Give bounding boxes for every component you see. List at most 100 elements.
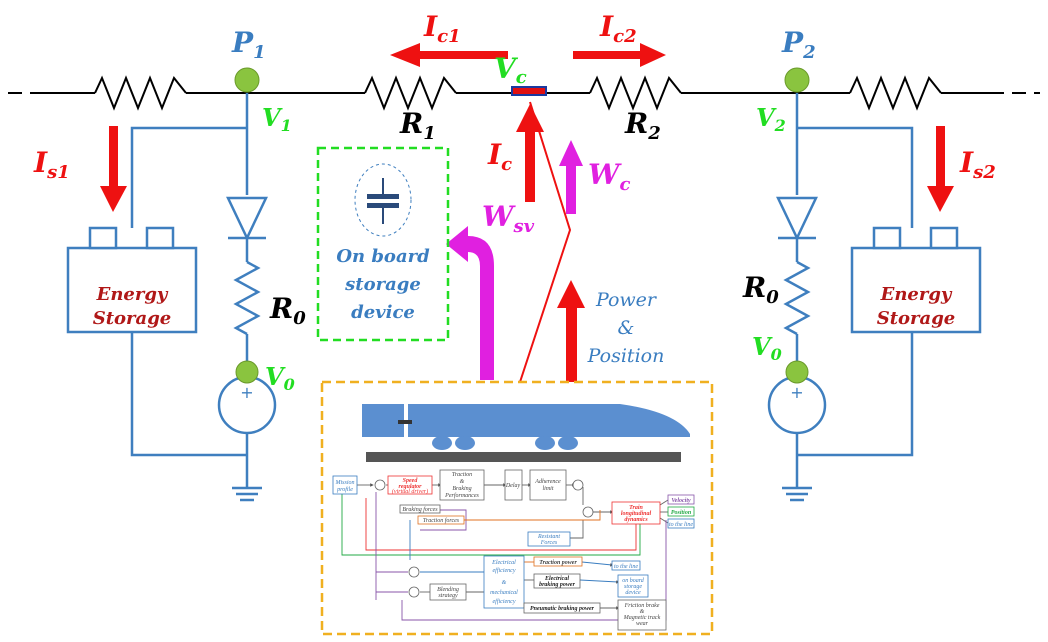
- node-v0-right: [785, 360, 809, 384]
- energy-storage-left-2: Storage: [93, 308, 172, 329]
- bd-traction-power: Traction power: [539, 560, 577, 566]
- label-is1: I: [33, 146, 48, 179]
- energy-storage-right-1: Energy: [880, 284, 953, 305]
- svg-text:Ic: Ic: [487, 138, 512, 175]
- label-p1-sub: 1: [253, 42, 266, 63]
- label-wsv: W: [482, 200, 516, 233]
- svg-text:P1: P1: [231, 26, 266, 63]
- svg-text:Is1: Is1: [33, 146, 70, 183]
- bd-eff-1: Electrical: [491, 560, 516, 566]
- label-ic1-sub: c1: [437, 26, 460, 47]
- bd-onboard-2: storage: [624, 584, 642, 590]
- to-line-block-2: [611, 560, 641, 571]
- svg-text:R0: R0: [269, 292, 306, 329]
- current-arrows: [100, 43, 954, 382]
- label-p2-sub: 2: [802, 42, 816, 63]
- velocity-block: [667, 494, 695, 505]
- friction-block: [617, 599, 667, 631]
- label-ic2-sub: c2: [613, 26, 636, 47]
- bd-position: Position: [671, 510, 692, 516]
- bd-friction-2: &: [640, 609, 645, 615]
- efficiency-block: [483, 555, 525, 609]
- bd-mission-2: profile: [336, 486, 353, 493]
- onboard-label-1: On board: [336, 246, 430, 267]
- label-vc: V: [494, 52, 519, 85]
- svg-text:V0: V0: [752, 332, 782, 364]
- bd-blending-2: strategy: [438, 593, 458, 599]
- node-p1: [234, 67, 260, 93]
- braking-forces-block: [399, 504, 441, 514]
- bd-velocity: Velocity: [671, 498, 691, 504]
- bd-traction-2: &: [460, 479, 465, 485]
- traction-forces-block: [417, 515, 465, 525]
- bd-friction-3: Magnetic track: [623, 615, 661, 621]
- bd-eff-3: &: [502, 580, 507, 586]
- bd-eff-5: efficiency: [493, 598, 516, 605]
- label-p1: P: [231, 26, 254, 59]
- blending-block: [429, 583, 467, 601]
- bd-speed-2: regulator: [398, 484, 422, 490]
- svg-text:Wsv: Wsv: [482, 200, 535, 237]
- bd-braking-forces: Braking forces: [402, 506, 438, 513]
- bd-adherence-1: Adherence: [534, 479, 561, 485]
- position-block: [667, 506, 695, 517]
- to-line-block-1: [667, 518, 695, 529]
- label-v1-sub: 1: [281, 116, 292, 135]
- label-wc-sub: c: [619, 174, 630, 195]
- adherence-block: [529, 469, 567, 501]
- label-r2: R: [624, 107, 648, 140]
- nodes: [234, 67, 810, 384]
- energy-storage-right-2: Storage: [877, 308, 956, 329]
- traction-power-block: [533, 556, 583, 567]
- bd-traction-forces: Traction forces: [423, 517, 460, 524]
- bd-adherence-2: limit: [542, 486, 553, 492]
- bd-speed-3: (virtual driver): [392, 488, 428, 495]
- bd-resistant-1: Resistant: [537, 534, 560, 540]
- label-r2-sub: 2: [647, 123, 661, 144]
- bd-elec-braking-1: Electrical: [544, 576, 569, 582]
- contact-bar: [511, 86, 547, 96]
- label-wsv-sub: sv: [512, 216, 534, 237]
- label-r0-left-sub: 0: [293, 308, 306, 329]
- svg-text:V2: V2: [756, 103, 786, 135]
- energy-storage-left-1: Energy: [96, 284, 169, 305]
- svg-text:+: +: [790, 383, 803, 402]
- svg-text:V0: V0: [265, 362, 295, 394]
- label-ic-sub: c: [501, 154, 512, 175]
- svg-text:Is2: Is2: [959, 146, 996, 183]
- bd-train-1: Train: [629, 505, 643, 511]
- bd-to-line-1: to the line: [669, 522, 693, 528]
- label-ic: I: [487, 138, 502, 171]
- label-p2: P: [781, 26, 804, 59]
- node-p2: [784, 67, 810, 93]
- label-wc: W: [588, 158, 622, 191]
- bd-friction-1: Friction brake: [624, 603, 660, 609]
- bd-friction-4: wear: [636, 621, 649, 627]
- onboard-label-2: storage: [344, 274, 421, 295]
- bd-eff-2: efficiency: [493, 567, 516, 574]
- power-arrows: [446, 140, 583, 380]
- svg-text:R2: R2: [624, 107, 661, 144]
- onboard-block: [617, 574, 649, 598]
- block-diagram-labels: Mission profile Speed regulator (virtual…: [334, 472, 693, 627]
- bd-pneumatic: Pneumatic braking power: [530, 606, 595, 612]
- label-is1-sub: s1: [46, 162, 70, 183]
- train-dynamics-block: [611, 501, 661, 525]
- label-r0-left: R: [269, 292, 293, 325]
- bd-eff-4: mechanical: [490, 590, 518, 596]
- pneumatic-block: [523, 602, 601, 614]
- node-v0-left: [235, 360, 259, 384]
- left-substation: [66, 93, 277, 502]
- label-v2: V: [756, 103, 777, 132]
- speed-regulator-block: [387, 475, 433, 495]
- traction-block: [439, 469, 485, 501]
- capacitor-icon: [354, 163, 412, 237]
- right-substation: [767, 93, 982, 502]
- label-ic1: I: [423, 10, 438, 43]
- bd-train-2: longitudinal: [621, 511, 652, 517]
- bd-onboard-1: on board: [622, 578, 645, 584]
- svg-text:Ic2: Ic2: [599, 10, 637, 47]
- label-v0-right-sub: 0: [771, 345, 782, 364]
